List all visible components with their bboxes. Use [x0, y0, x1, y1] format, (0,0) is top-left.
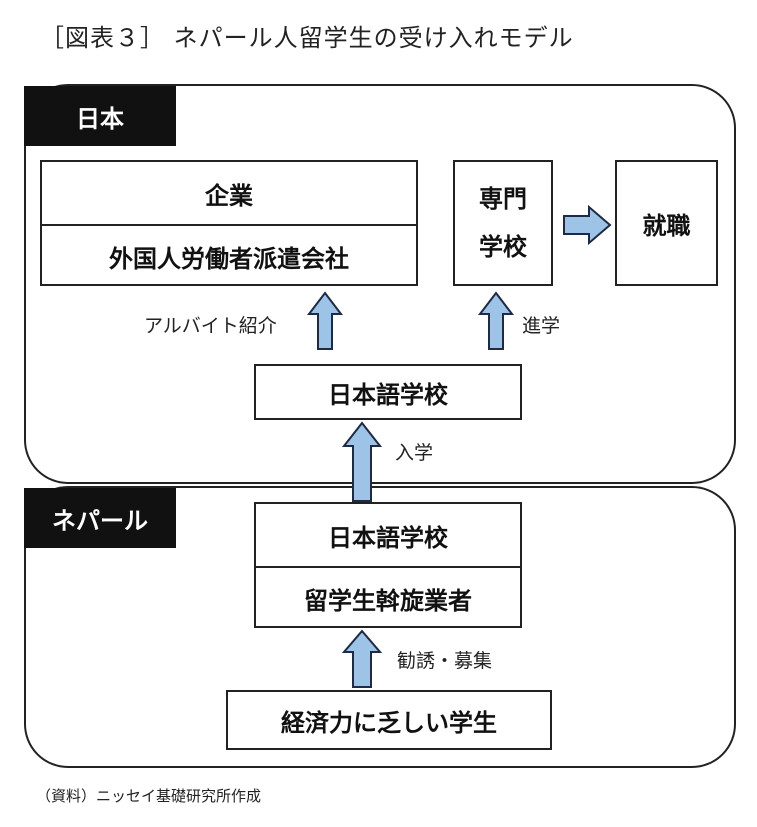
parttime-referral-label: アルバイト紹介 [144, 315, 277, 337]
right-arrow-employment [563, 204, 612, 246]
up-arrow-enroll [341, 421, 383, 502]
company-text: 企業 [205, 181, 253, 210]
up-arrow-recruit [341, 629, 383, 688]
vocational-school-box: 専門 学校 [453, 160, 553, 286]
japan-language-school-box: 日本語学校 [254, 364, 522, 420]
figure-title: ［図表３］ ネパール人留学生の受け入れモデル [40, 24, 574, 52]
nepal-language-school-text: 日本語学校 [328, 523, 448, 552]
recruit-label: 勧誘・募集 [397, 650, 493, 672]
company-divider [42, 224, 416, 226]
vocational-school-text-line1: 専門 [479, 185, 527, 213]
japan-label: 日本 [24, 86, 176, 146]
dispatch-company-text: 外国人労働者派遣会社 [109, 244, 349, 273]
advance-label: 進学 [522, 315, 561, 337]
company-box: 企業 外国人労働者派遣会社 [40, 160, 418, 286]
nepal-school-box: 日本語学校 留学生斡旋業者 [254, 502, 522, 628]
up-arrow-advance [477, 291, 515, 350]
broker-text: 留学生斡旋業者 [304, 586, 472, 615]
up-arrow-parttime [306, 291, 344, 350]
vocational-school-text-line2: 学校 [479, 233, 527, 261]
nepal-label: ネパール [24, 488, 176, 548]
students-box: 経済力に乏しい学生 [226, 690, 552, 750]
enroll-label: 入学 [395, 442, 434, 464]
employment-box: 就職 [615, 160, 718, 286]
nepal-school-divider [256, 566, 520, 568]
source-note: （資料）ニッセイ基礎研究所作成 [36, 787, 262, 805]
